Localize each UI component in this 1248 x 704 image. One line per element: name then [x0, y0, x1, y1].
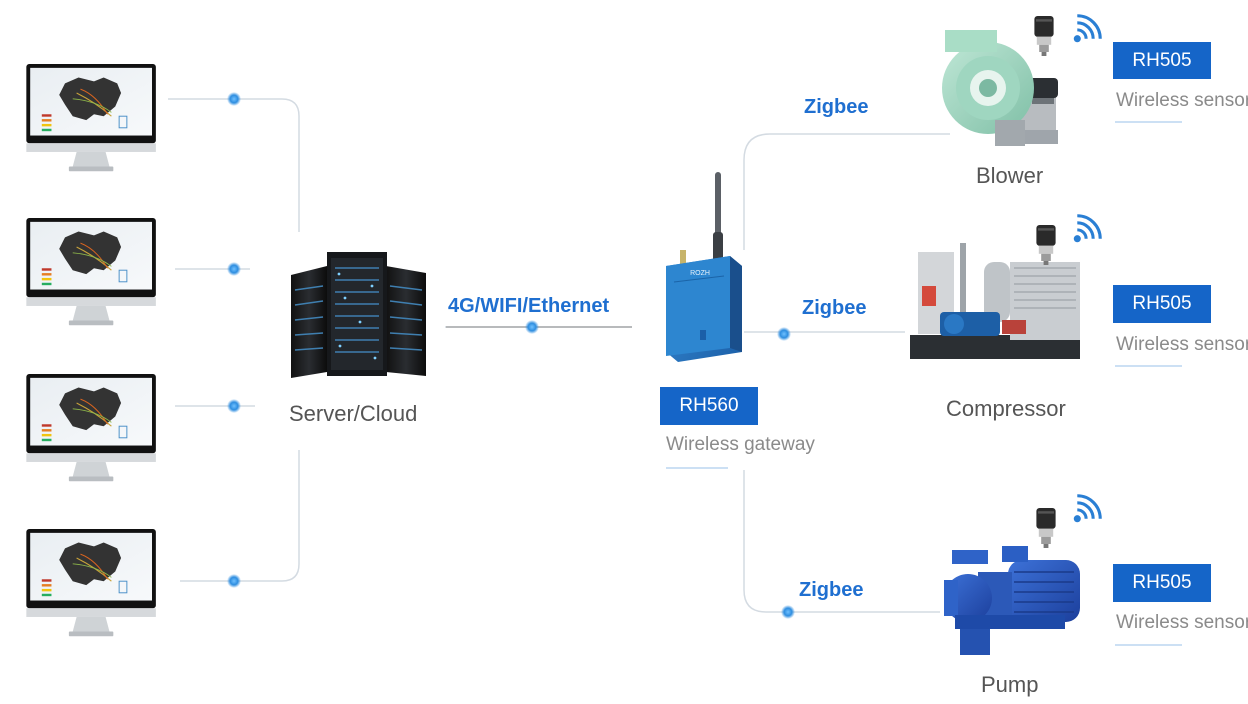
gateway-model-badge: RH560 — [660, 387, 758, 425]
vibration-sensor-icon — [1036, 225, 1056, 265]
compressor-label: Compressor — [946, 396, 1066, 421]
monitor-icon — [26, 64, 157, 172]
link-protocol-label: 4G/WIFI/Ethernet — [448, 295, 610, 317]
compressor-icon — [910, 243, 1080, 359]
wifi-signal-icon — [1072, 494, 1102, 524]
monitor-icon — [26, 218, 157, 326]
dot-1 — [227, 92, 241, 106]
pump-protocol-label: Zigbee — [799, 579, 864, 601]
wifi-signal-icon — [1072, 214, 1102, 244]
server-rack-icon — [291, 252, 426, 378]
compressor-sensor-badge: RH505 — [1113, 285, 1211, 323]
connector-monitor-4 — [180, 450, 300, 582]
wifi-signal-icon — [1072, 14, 1102, 44]
monitor-icon — [26, 529, 157, 637]
gateway-device-icon: ROZH — [666, 172, 742, 362]
blower-label: Blower — [976, 163, 1044, 188]
connection-dots — [227, 92, 795, 619]
vibration-sensor-icon — [1036, 508, 1056, 548]
dot-7 — [781, 605, 795, 619]
dot-3 — [227, 399, 241, 413]
pump-icon — [944, 546, 1080, 655]
blower-sensor-badge: RH505 — [1113, 42, 1211, 79]
pump-label: Pump — [981, 672, 1039, 697]
connector-pump — [743, 470, 940, 613]
connector-blower — [743, 133, 950, 250]
dot-5 — [525, 320, 539, 334]
dot-4 — [227, 574, 241, 588]
blower-sensor-caption: Wireless sensor — [1116, 90, 1248, 111]
pump-sensor-caption: Wireless sensor — [1116, 612, 1248, 633]
vibration-sensor-icon — [1034, 16, 1054, 56]
dot-6 — [777, 327, 791, 341]
server-cloud-label: Server/Cloud — [289, 401, 418, 426]
blower-protocol-label: Zigbee — [804, 96, 869, 118]
dot-2 — [227, 262, 241, 276]
compressor-sensor-caption: Wireless sensor — [1116, 334, 1248, 355]
gateway-caption: Wireless gateway — [666, 434, 815, 455]
blower-icon — [942, 30, 1058, 146]
gateway-brand: ROZH — [690, 270, 710, 277]
compressor-protocol-label: Zigbee — [802, 297, 867, 319]
connector-monitor-1 — [168, 98, 300, 232]
monitor-icon — [26, 374, 157, 482]
pump-sensor-badge: RH505 — [1113, 564, 1211, 602]
